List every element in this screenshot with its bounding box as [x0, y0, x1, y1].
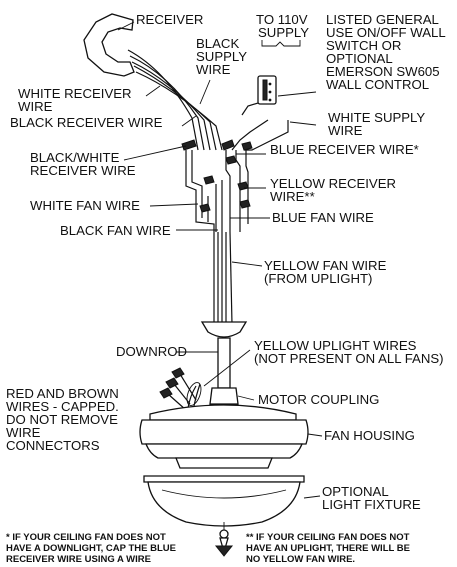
label-red-brown-5: CONNECTORS: [6, 438, 100, 453]
label-black-supply-2: SUPPLY: [196, 49, 247, 64]
label-red-brown-1: RED AND BROWN: [6, 386, 119, 401]
label-white-fan: WHITE FAN WIRE: [30, 198, 140, 213]
label-black-white-1: BLACK/WHITE: [30, 150, 120, 165]
label-white-receiver-2: WIRE: [18, 99, 53, 114]
label-optional-light-1: OPTIONAL: [322, 484, 389, 499]
light-fixture-shape: [143, 475, 305, 557]
label-red-brown-3: DO NOT REMOVE: [6, 412, 118, 427]
label-black-supply-3: WIRE: [196, 62, 231, 77]
label-black-supply-1: BLACK: [196, 36, 239, 51]
label-white-supply-1: WHITE SUPPLY: [328, 110, 425, 125]
label-listed-1: LISTED GENERAL: [326, 12, 439, 27]
fan-wires: [213, 228, 233, 325]
note-right-2: HAVE AN UPLIGHT, THERE WILL BE: [246, 543, 410, 554]
label-red-brown-4: WIRE: [6, 425, 41, 440]
canopy: [200, 321, 248, 338]
capped-wires: [159, 367, 197, 411]
label-white-receiver-1: WHITE RECEIVER: [18, 86, 132, 101]
note-left-2: HAVE A DOWNLIGHT, CAP THE BLUE: [6, 543, 176, 554]
note-right-1: ** IF YOUR CEILING FAN DOES NOT: [246, 532, 410, 543]
label-yellow-fan-1: YELLOW FAN WIRE: [264, 258, 387, 273]
note-left-1: * IF YOUR CEILING FAN DOES NOT: [6, 532, 166, 543]
label-yellow-fan-2: (FROM UPLIGHT): [264, 271, 372, 286]
note-left-3: RECEIVER WIRE USING A WIRE: [6, 554, 151, 565]
receiver-shape: [83, 13, 135, 77]
wall-switch: [257, 75, 277, 105]
label-listed-3: SWITCH OR: [326, 38, 401, 53]
label-receiver: RECEIVER: [136, 12, 203, 27]
label-motor-coupling: MOTOR COUPLING: [258, 392, 379, 407]
label-yellow-receiver-1: YELLOW RECEIVER: [270, 176, 396, 191]
uplight-wires: [186, 382, 202, 409]
note-right-3: NO YELLOW FAN WIRE.: [246, 554, 355, 565]
label-optional-light-2: LIGHT FIXTURE: [322, 497, 421, 512]
label-yellow-uplight-2: (NOT PRESENT ON ALL FANS): [254, 351, 444, 366]
label-blue-receiver: BLUE RECEIVER WIRE*: [270, 142, 419, 157]
label-fan-housing: FAN HOUSING: [324, 428, 415, 443]
label-listed-2: USE ON/OFF WALL: [326, 25, 446, 40]
label-listed-6: WALL CONTROL: [326, 77, 429, 92]
leader-lines: [117, 21, 323, 499]
supply-bracket: [261, 40, 301, 47]
label-to-110v-1: TO 110V: [256, 12, 308, 27]
label-downrod: DOWNROD: [116, 344, 187, 359]
label-black-white-2: RECEIVER WIRE: [30, 163, 136, 178]
label-to-110v-2: SUPPLY: [258, 25, 309, 40]
label-red-brown-2: WIRES - CAPPED.: [6, 399, 119, 414]
label-black-fan: BLACK FAN WIRE: [60, 223, 171, 238]
receiver-wires: [127, 49, 223, 151]
label-blue-fan: BLUE FAN WIRE: [272, 210, 374, 225]
label-white-supply-2: WIRE: [328, 123, 363, 138]
downrod-shape: [217, 337, 231, 389]
label-black-receiver: BLACK RECEIVER WIRE: [10, 115, 163, 130]
label-yellow-uplight-1: YELLOW UPLIGHT WIRES: [254, 338, 417, 353]
label-listed-5: EMERSON SW605: [326, 64, 440, 79]
wire-junction: [181, 139, 253, 232]
label-listed-4: OPTIONAL: [326, 51, 393, 66]
label-yellow-receiver-2: WIRE**: [270, 189, 315, 204]
fan-housing-shape: [139, 404, 309, 469]
